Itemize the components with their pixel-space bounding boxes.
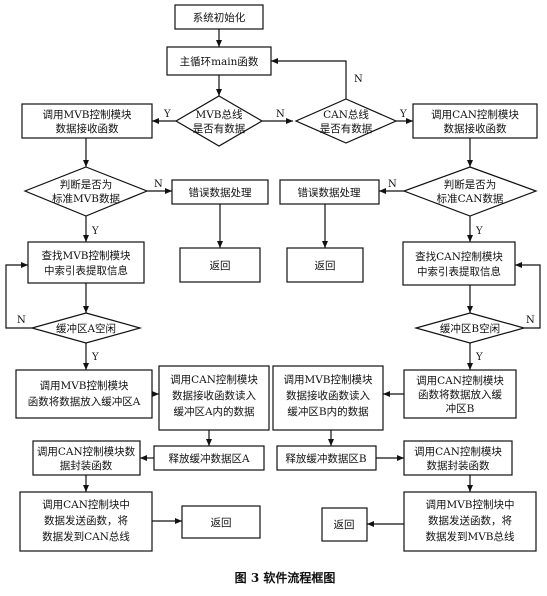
node-mvb-decision-shape [174,95,264,147]
node-can-readA-box [158,365,270,431]
node-mvb-recv-box [21,103,153,139]
node-ret-left-bot-box [181,505,261,539]
node-mvb-index-l2: 中索引表提取信息 [44,264,128,277]
node-mvb-readB-l3: 缓冲区B内的数据 [287,405,369,418]
node-mvb-recv-l2: 数据接收函数 [56,122,119,135]
label-canstd-yes: Y [475,226,483,237]
arrow-bufA-no-loop [5,262,32,329]
node-can-put-l3: 冲区B [446,402,475,415]
node-can-send-box [19,491,153,552]
node-can-recv-l2: 数据接收函数 [444,122,507,135]
node-mvb-std-shape [23,166,149,217]
node-mvb-std-l2: 标准MVB数据 [52,192,121,205]
node-main-loop-box [166,46,272,76]
node-releaseB: 释放缓冲数据区B [285,452,366,465]
node-main-loop: 主循环main函数 [180,55,259,68]
node-err-right: 错误数据处理 [298,186,361,199]
label-bufB-yes: Y [475,352,483,363]
node-mvb-index-box [27,241,145,284]
node-bufA-decision: 缓冲区A空闲 [56,322,116,335]
label-canstd-no: N [388,179,397,190]
node-mvb-index-l1: 查找MVB控制模块 [41,249,131,262]
node-mvb-readB-l2: 数据接收函数读入 [286,389,370,402]
node-can-send-l3: 数据发到CAN总线 [42,530,130,543]
node-can-pack-l1: 调用CAN控制模块数 [37,445,136,458]
node-mvb-recv-l1: 调用MVB控制模块 [42,108,132,121]
node-mvb-send-l2: 数据发送函数，将 [428,514,512,527]
node-can-readA-l1: 调用CAN控制模块 [170,373,258,386]
node-can-decision-l1: CAN总线 [323,108,369,121]
node-releaseA-box [153,445,265,471]
label-can-no: N [354,74,363,85]
node-can-decision-l2: 是否有数据 [320,122,373,135]
node-ret-left-mid: 返回 [210,260,231,272]
node-can-send-l1: 调用CAN控制块中 [42,498,130,511]
node-mvb-readB-l1: 调用MVB控制模块 [283,373,373,386]
node-mvb-send-l3: 数据发到MVB总线 [425,530,515,543]
node-releaseB-box [276,445,377,471]
node-can-put-l2: 函数将数据放入缓 [418,388,502,401]
connectors [5,29,541,527]
arrow-bufB-no-loop [515,262,541,329]
node-can-index-l2: 中索引表提取信息 [417,265,501,278]
node-init-box [174,4,264,30]
figure-caption: 图 3 软件流程框图 [235,570,336,585]
node-mvb-decision-l2: 是否有数据 [193,122,246,135]
label-mvb-yes: Y [163,109,171,120]
node-can-put-box [403,369,517,419]
node-can-pack-l2: 据封装函数 [60,459,113,472]
node-can-std-shape [402,166,538,217]
node-bufB-shape [413,312,527,344]
label-bufB-no: N [526,315,535,326]
node-mvb-decision-l1: MVB总线 [195,108,243,121]
labels: 系统初始化 主循环main函数 MVB总线 是否有数据 CAN总线 是否有数据 … [28,11,520,543]
label-mvbstd-no: N [154,179,163,190]
node-mvb-pack-l2: 数据封装函数 [427,459,490,472]
node-ret-right-bot-box [321,507,368,542]
node-can-std-l1: 判断是否为 [444,178,497,191]
node-err-right-box [279,179,380,205]
shapes [15,4,538,552]
node-ret-right-mid-box [286,247,364,283]
node-init: 系统初始化 [193,11,246,24]
node-can-recv-box [412,103,538,139]
node-bufB-decision: 缓冲区B空闲 [440,322,500,335]
label-mvb-no: N [276,109,285,120]
node-ret-left-bot: 返回 [211,517,232,529]
node-can-pack-box [32,440,141,476]
node-bufA-shape [29,312,143,344]
node-ret-left-mid-box [179,247,261,283]
node-err-left-box [171,179,269,205]
node-can-put-l1: 调用CAN控制模块 [416,374,504,387]
node-can-index-l1: 查找CAN控制模块 [415,250,503,263]
label-bufA-yes: Y [91,352,99,363]
node-mvb-pack-box [403,440,513,476]
node-mvb-readB-box [272,365,384,431]
node-mvb-pack-l1: 调用CAN控制模块 [414,445,502,458]
node-can-recv-l1: 调用CAN控制模块 [431,108,519,121]
node-mvb-std-l1: 判断是否为 [60,178,113,191]
node-mvb-put-l1: 调用MVB控制模块 [39,379,129,392]
node-err-left: 错误数据处理 [189,186,252,199]
branch-labels: Y N N Y N Y N Y N Y N Y [17,74,535,363]
node-releaseA: 释放缓冲数据区A [168,452,249,465]
node-mvb-send-l1: 调用MVB控制块中 [425,498,514,511]
node-ret-right-bot: 返回 [334,519,355,531]
node-can-send-l2: 数据发送函数，将 [44,514,128,527]
node-can-readA-l2: 数据接收函数读入 [172,389,256,402]
arrow-can-no-loop [271,58,347,99]
label-mvbstd-yes: Y [91,226,99,237]
label-bufA-no: N [17,315,26,326]
node-can-std-l2: 标准CAN数据 [437,192,504,205]
node-can-readA-l3: 缓冲区A内的数据 [173,405,255,418]
node-mvb-put-l2: 函数将数据放入缓冲区A [28,395,141,408]
node-can-index-box [402,241,516,286]
label-can-yes: Y [399,109,407,120]
node-mvb-send-box [403,491,537,552]
node-can-decision-shape [294,98,398,144]
node-ret-right-mid: 返回 [315,260,336,272]
node-mvb-put-box [15,369,153,419]
